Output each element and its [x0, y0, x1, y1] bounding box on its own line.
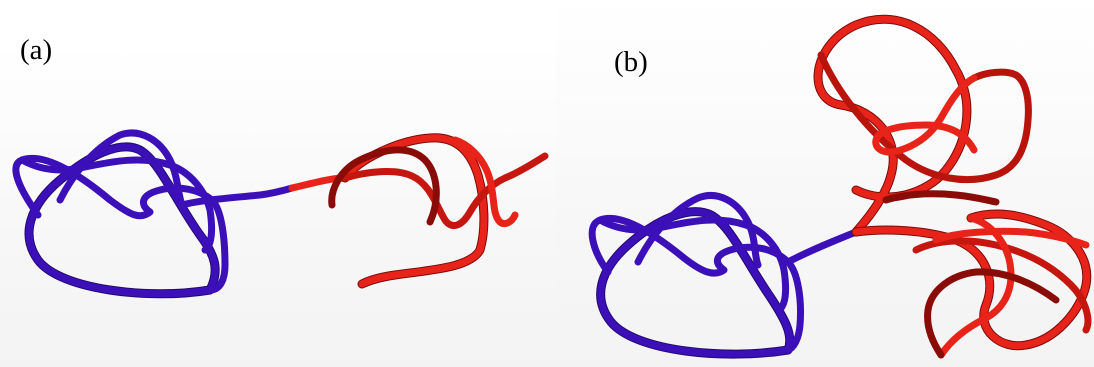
blue-knot-tail: [788, 232, 856, 262]
panel-b-label: (b): [614, 48, 648, 77]
panel-b: (b): [556, 0, 1094, 367]
red-upper-loop-strand-4: [886, 194, 996, 202]
panel-a-knot-diagram: [0, 0, 556, 367]
panel-b-red-knot: [818, 19, 1088, 355]
panel-a: (a): [0, 0, 556, 367]
panel-b-blue-knot: [592, 195, 856, 354]
panel-a-blue-knot: [16, 133, 292, 294]
panel-a-label: (a): [20, 36, 52, 65]
red-upper-loop-strand-2: [821, 55, 1028, 180]
panel-a-red-knot: [292, 138, 545, 284]
